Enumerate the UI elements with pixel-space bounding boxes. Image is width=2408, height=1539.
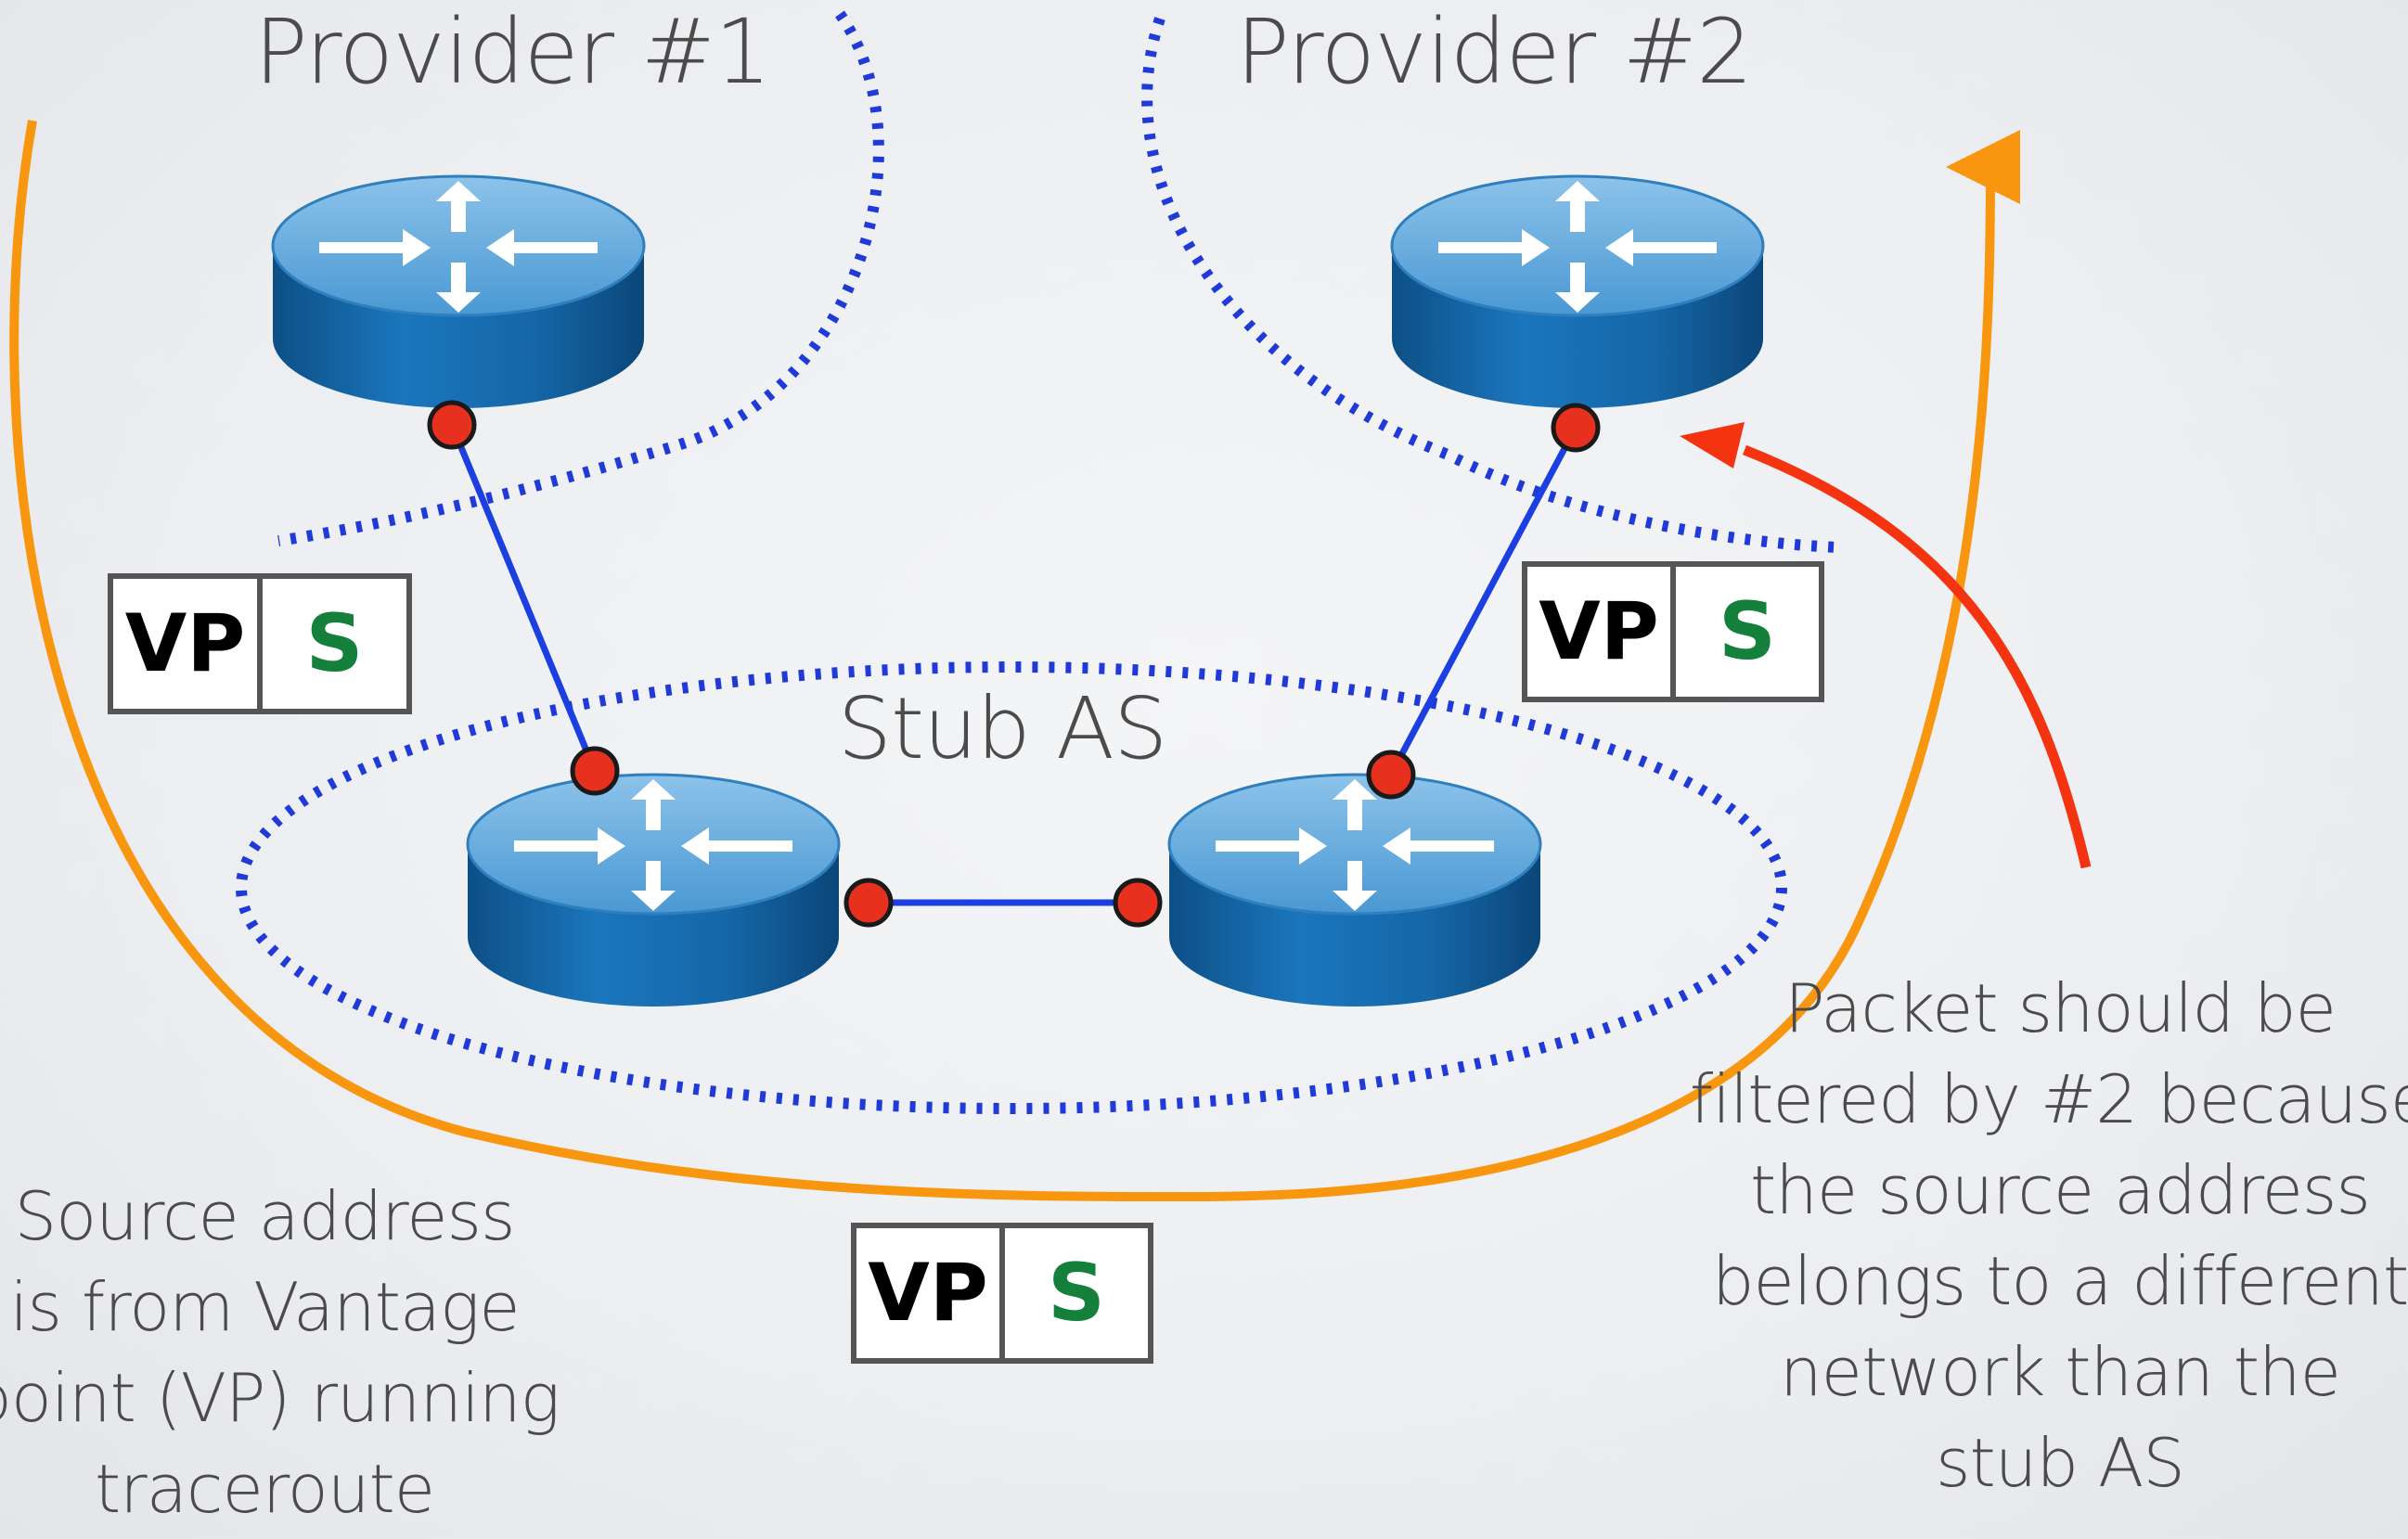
packet-header-provider1: VP S — [108, 573, 412, 714]
provider1-boundary — [277, 10, 884, 546]
caption-line: network than the — [1780, 1333, 2341, 1411]
caption-line: traceroute — [94, 1450, 435, 1528]
packet-header-provider2: VP S — [1522, 561, 1824, 702]
caption-line: Packet should be — [1784, 969, 2337, 1047]
packet-source-field: S — [1048, 1247, 1105, 1340]
packet-path — [9, 120, 2021, 1202]
interface-dot — [570, 746, 620, 796]
filter-caption: Packet should be filtered by #2 because … — [1690, 963, 2408, 1508]
caption-line: Source address — [14, 1177, 515, 1255]
link-provider1-stub — [448, 423, 599, 773]
provider2-title: Provider #2 — [1235, 0, 1753, 104]
packet-source-field: S — [305, 597, 364, 690]
router-icon — [1167, 773, 1542, 1008]
packet-vp-field: VP — [1527, 567, 1676, 697]
provider1-title: Provider #1 — [253, 0, 771, 104]
interface-dot — [843, 878, 894, 928]
caption-line: stub AS — [1936, 1424, 2185, 1502]
caption-line: filtered by #2 because — [1689, 1060, 2408, 1138]
link-provider2-stub — [1387, 426, 1579, 776]
caption-line: belongs to a different — [1711, 1242, 2408, 1320]
interface-dot — [427, 400, 477, 450]
packet-source-field: S — [1719, 585, 1776, 678]
router-icon — [466, 773, 841, 1008]
packet-vp-field: VP — [113, 579, 263, 709]
caption-line: is from Vantage — [9, 1268, 520, 1346]
source-address-caption: Source address is from Vantage point (VP… — [0, 1171, 560, 1534]
stub-as-boundary — [236, 661, 1787, 1114]
interface-dot — [1113, 878, 1163, 928]
filter-arrow — [1742, 444, 2092, 869]
packet-header-bottom: VP S — [851, 1223, 1153, 1364]
caption-line: the source address — [1750, 1151, 2371, 1229]
interface-dot — [1366, 750, 1416, 800]
caption-line: point (VP) running — [0, 1359, 560, 1437]
interface-dot — [1551, 403, 1601, 453]
stub-as-title: Stub AS — [837, 679, 1168, 778]
router-icon — [271, 174, 646, 410]
filter-arrow-head — [1680, 422, 1745, 468]
router-icon — [1390, 174, 1765, 410]
packet-vp-field: VP — [856, 1228, 1005, 1358]
